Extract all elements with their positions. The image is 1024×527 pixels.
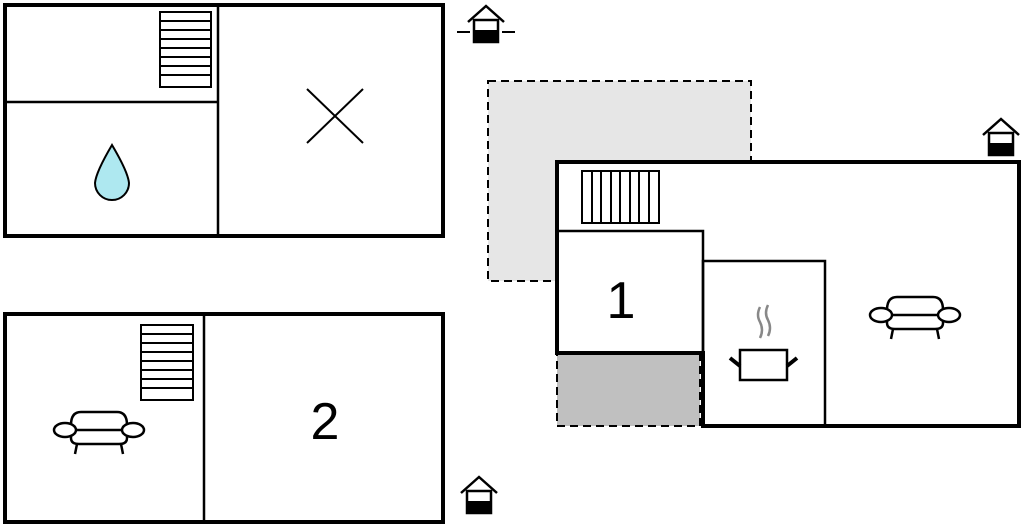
stairs-icon [140,324,194,401]
stairs-icon [159,11,212,88]
lower-left-building: 2 [3,312,445,524]
cross-icon [306,88,364,144]
house-entrance-icon [457,4,515,44]
house-entrance-icon [981,117,1021,157]
cooking-pot-icon [728,304,799,382]
house-entrance-icon [459,475,499,515]
ground-floor-building: 1 [487,80,1021,428]
covered-terrace [556,352,701,427]
room-2-label: 2 [311,393,340,451]
stairs-icon [581,170,660,224]
room-1-label: 1 [607,272,636,330]
upper-floor-left-building [3,3,445,238]
water-drop-icon [93,143,131,201]
